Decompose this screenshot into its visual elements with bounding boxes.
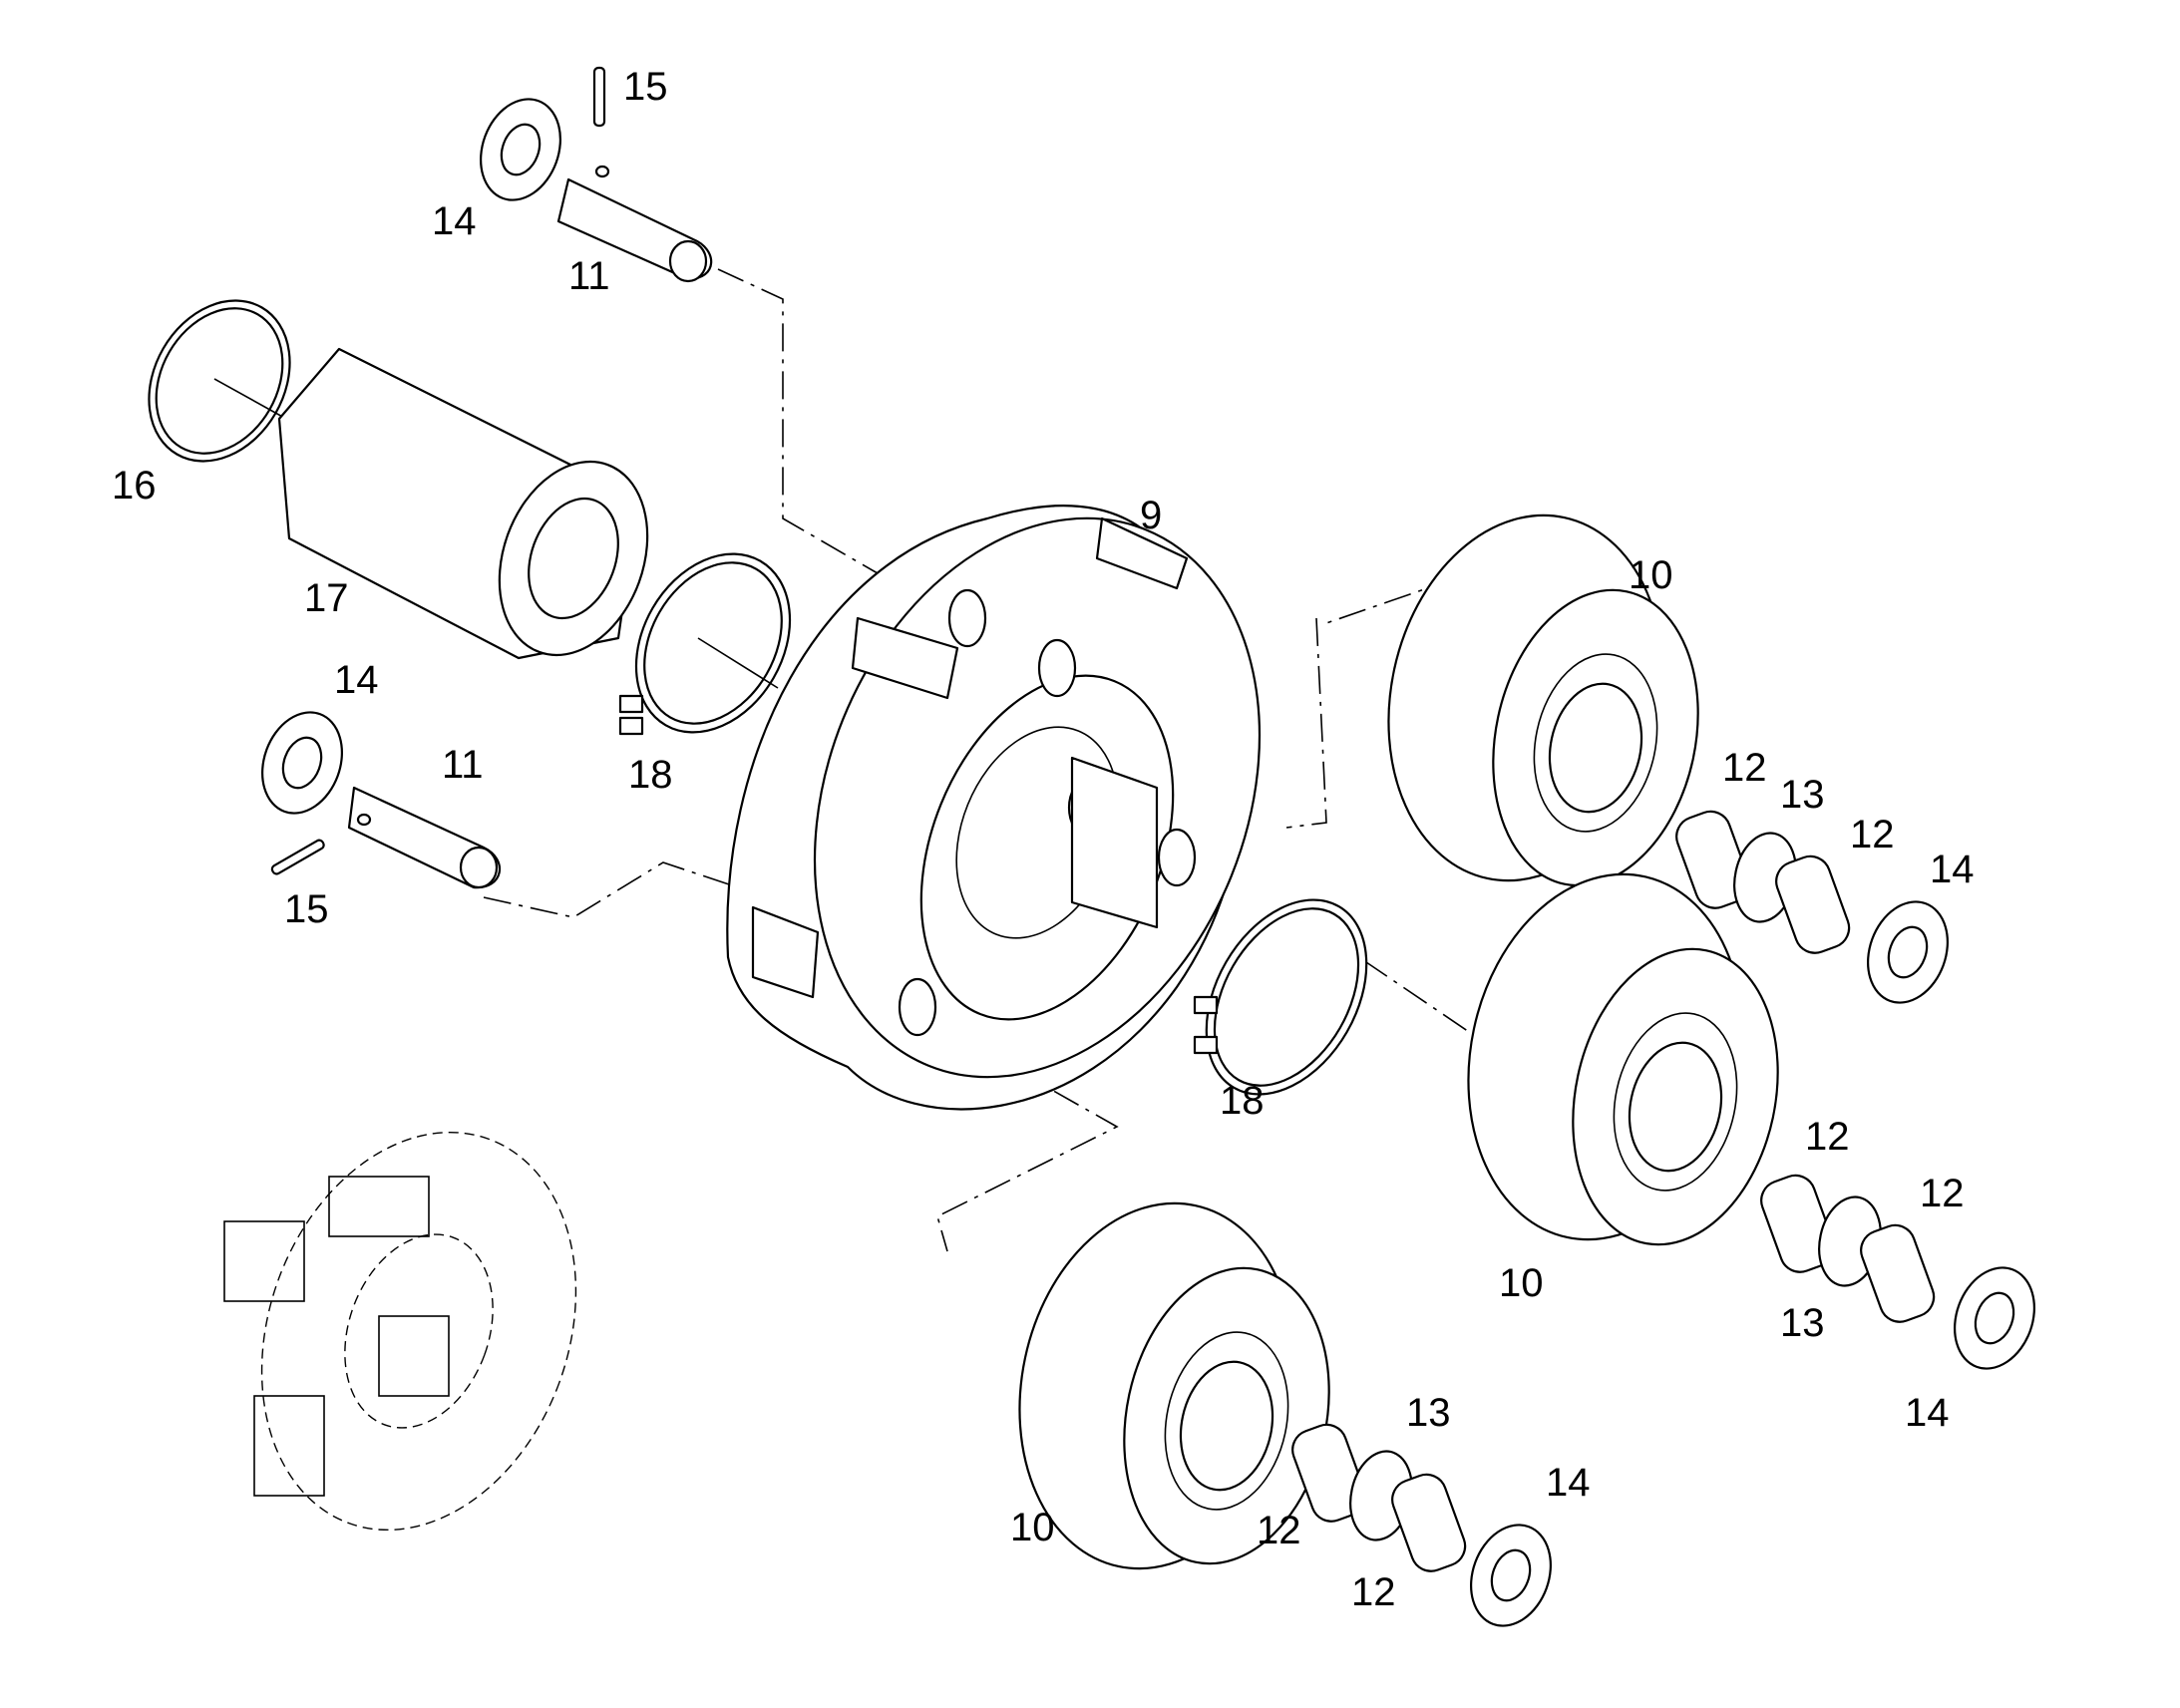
- carrier-9: [726, 505, 1262, 1111]
- assembled-reference-view: [223, 1131, 577, 1532]
- callout-10: 10: [1499, 1261, 1544, 1305]
- callout-18: 18: [628, 753, 673, 797]
- callout-12: 12: [1257, 1509, 1301, 1552]
- callout-12: 12: [1805, 1115, 1850, 1159]
- gear-10-bottom: [1018, 1201, 1330, 1570]
- washer-14-left: [261, 711, 343, 815]
- callout-10: 10: [1010, 1506, 1055, 1549]
- spline-shaft-17: [277, 347, 649, 660]
- callout-13: 13: [1780, 773, 1825, 817]
- snap-ring-18-lower: [1193, 898, 1368, 1096]
- callout-11: 11: [568, 254, 610, 298]
- callout-14: 14: [1546, 1461, 1591, 1505]
- shaft-11-top: [556, 165, 713, 283]
- callouts: 15 14 11 16 17 9 10 14 11 18 12 13 12 14…: [112, 65, 1975, 1614]
- gear-10-upper: [1387, 513, 1699, 887]
- callout-14: 14: [432, 199, 477, 243]
- gear-10-middle: [1467, 872, 1779, 1246]
- callout-13: 13: [1780, 1301, 1825, 1345]
- callout-12: 12: [1920, 1172, 1965, 1215]
- callout-9: 9: [1140, 494, 1162, 537]
- callout-15: 15: [623, 65, 668, 109]
- snap-ring-18-upper: [618, 552, 792, 736]
- callout-10: 10: [1629, 553, 1673, 597]
- callout-18: 18: [1220, 1079, 1265, 1123]
- callout-12: 12: [1351, 1570, 1396, 1614]
- callout-13: 13: [1406, 1391, 1451, 1435]
- callout-12: 12: [1722, 746, 1767, 790]
- bearing-group-bottom: [1291, 1423, 1552, 1627]
- callout-11: 11: [442, 743, 484, 787]
- pin-15-left: [270, 839, 325, 875]
- callout-14: 14: [1930, 848, 1975, 891]
- washer-14-top: [480, 98, 561, 201]
- pin-15-top: [592, 66, 606, 128]
- shaft-11-left: [347, 786, 502, 889]
- snap-ring-16: [148, 299, 305, 463]
- bearing-group-middle: [1760, 1174, 2035, 1370]
- callout-14: 14: [1905, 1391, 1950, 1435]
- callout-16: 16: [112, 464, 157, 508]
- bearing-group-upper: [1675, 810, 1949, 1004]
- callout-12: 12: [1850, 813, 1895, 856]
- callout-14: 14: [334, 658, 379, 702]
- callout-17: 17: [304, 576, 349, 620]
- callout-15: 15: [284, 887, 329, 931]
